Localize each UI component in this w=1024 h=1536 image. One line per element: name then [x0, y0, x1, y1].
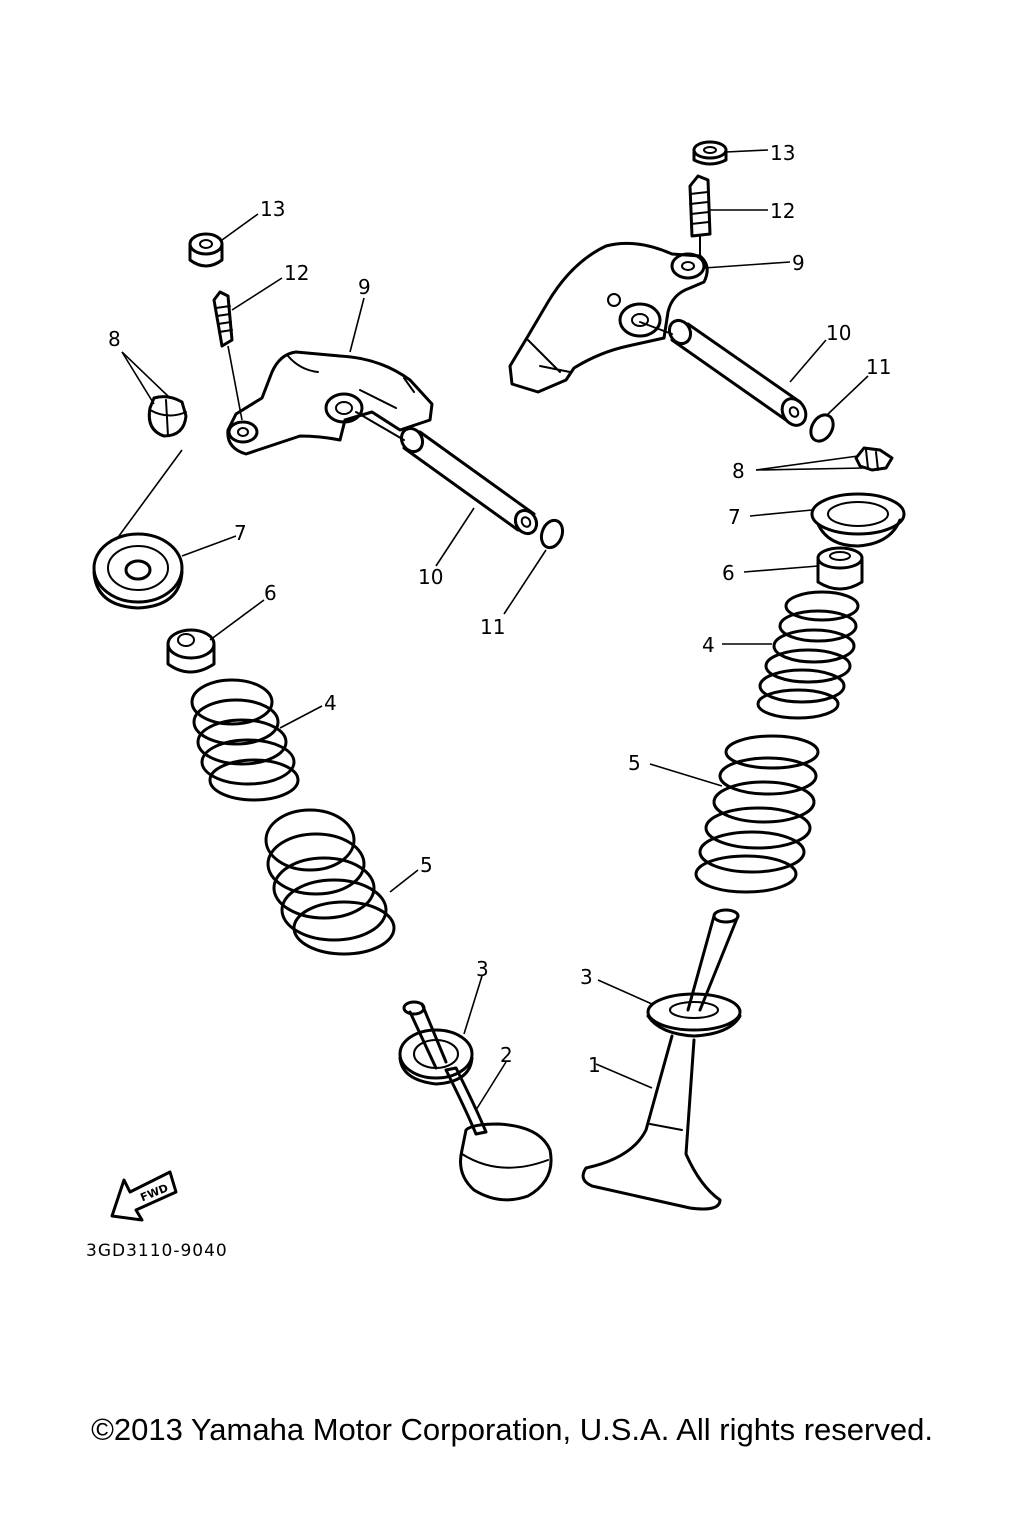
leader-9-left — [349, 297, 365, 353]
leader-1 — [595, 1063, 653, 1089]
callout-13-left: 13 — [260, 197, 285, 221]
part-3-seat-right — [646, 992, 742, 1038]
callout-4-right: 4 — [702, 633, 715, 657]
callout-5-right: 5 — [628, 751, 641, 775]
part-9-rocker-arm-left — [226, 350, 434, 456]
leader-6-left — [209, 599, 265, 641]
part-2-valve-left — [402, 1000, 553, 1202]
part-9-rocker-arm-right — [508, 241, 709, 394]
part-7-retainer-right — [810, 492, 906, 548]
callout-8-right: 8 — [732, 459, 745, 483]
part-6-seal-right — [816, 546, 864, 591]
part-6-seal-left — [166, 628, 216, 674]
leader-13-right — [725, 149, 769, 153]
leader-10-left — [435, 507, 475, 567]
callout-8-left: 8 — [108, 327, 121, 351]
leader-8b-right — [755, 467, 865, 471]
part-13-nut-right — [692, 140, 728, 166]
part-13-nut-left — [188, 232, 224, 268]
leader-8a-right — [755, 455, 859, 471]
leader-5-right — [649, 763, 723, 787]
part-1-valve-right — [581, 908, 740, 1211]
part-11-oring-left — [539, 518, 565, 550]
part-4-inner-spring-left — [190, 678, 300, 802]
callout-7-left: 7 — [234, 521, 247, 545]
part-11-oring-right — [809, 413, 835, 443]
callout-1: 1 — [588, 1053, 601, 1077]
leader-9-right — [703, 261, 791, 269]
callout-3-right: 3 — [580, 965, 593, 989]
callout-9-right: 9 — [792, 251, 805, 275]
callout-3-left: 3 — [476, 957, 489, 981]
part-3-seat-left — [398, 1028, 474, 1086]
leader-2 — [475, 1061, 507, 1111]
callout-13-right: 13 — [770, 141, 795, 165]
leader-13-left — [221, 213, 259, 241]
fwd-arrow-icon: FWD — [110, 1170, 178, 1222]
callout-11-left: 11 — [480, 615, 505, 639]
leader-12-line-left — [227, 345, 243, 421]
leader-7-left — [181, 535, 237, 557]
part-5-outer-spring-left — [264, 808, 396, 956]
callout-12-right: 12 — [770, 199, 795, 223]
part-12-stud-left — [212, 290, 234, 348]
part-4-inner-spring-right — [756, 590, 860, 720]
callout-2: 2 — [500, 1043, 513, 1067]
leader-7-right — [749, 509, 813, 517]
leader-11-right — [827, 375, 869, 415]
callout-7-right: 7 — [728, 505, 741, 529]
leader-8-line-left — [115, 449, 183, 541]
callout-11-right: 11 — [866, 355, 891, 379]
leader-8b-left — [121, 351, 171, 399]
part-8-collets-right — [854, 446, 894, 472]
leader-3-right — [597, 979, 653, 1005]
drawing-code: 3GD3110-9040 — [86, 1241, 228, 1261]
leader-11-left — [503, 549, 547, 615]
part-10-shaft-left — [355, 411, 539, 536]
callout-10-left: 10 — [418, 565, 443, 589]
part-10-shaft-right — [639, 318, 808, 427]
callout-4-left: 4 — [324, 691, 337, 715]
part-8-collets-left — [147, 395, 188, 438]
leader-4-left — [279, 705, 323, 729]
part-5-outer-spring-right — [694, 734, 820, 894]
leader-6-right — [743, 565, 819, 573]
callout-6-left: 6 — [264, 581, 277, 605]
callout-9-left: 9 — [358, 275, 371, 299]
leader-5-left — [389, 869, 419, 893]
callout-5-left: 5 — [420, 853, 433, 877]
leader-3-left — [463, 975, 483, 1035]
part-7-retainer-left — [92, 532, 184, 610]
part-12-stud-right — [688, 174, 712, 257]
copyright-notice: ©2013 Yamaha Motor Corporation, U.S.A. A… — [91, 1412, 933, 1447]
leader-12-left — [231, 277, 283, 311]
leader-8a-left — [121, 351, 155, 405]
callout-6-right: 6 — [722, 561, 735, 585]
callout-12-left: 12 — [284, 261, 309, 285]
callout-10-right: 10 — [826, 321, 851, 345]
leader-10-right — [789, 339, 827, 383]
